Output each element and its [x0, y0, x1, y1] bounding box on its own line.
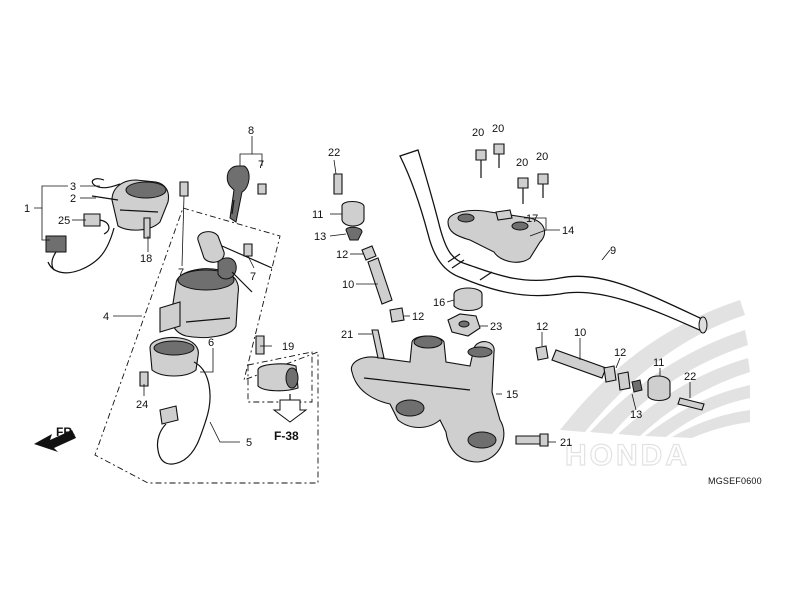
- handlebar-upper-holder: [447, 209, 546, 263]
- reference-f38: F-38: [272, 394, 308, 443]
- top-bridge: [350, 329, 549, 463]
- ignition-group-frame: [94, 207, 319, 484]
- left-damper-stack: [333, 173, 405, 323]
- callout-labels: 1 2 3 25 18 4 6 24 5 8 7 7 7 19 22 11 13…: [24, 123, 696, 449]
- callout-10b: 10: [574, 327, 586, 339]
- right-damper-stack: [535, 345, 705, 411]
- leader-lines: [34, 136, 691, 443]
- callout-3: 3: [70, 181, 76, 193]
- callout-13a: 13: [314, 231, 326, 243]
- callout-15: 15: [506, 389, 518, 401]
- callout-11b: 11: [653, 357, 664, 369]
- reference-label: F-38: [274, 429, 299, 443]
- callout-23: 23: [490, 321, 502, 333]
- callout-20a: 20: [472, 127, 484, 139]
- callout-7c: 7: [250, 271, 256, 283]
- callout-6: 6: [208, 337, 214, 349]
- callout-4: 4: [103, 311, 109, 323]
- front-direction-arrow: FR.: [34, 425, 76, 452]
- honda-watermark-text: HONDA: [565, 439, 690, 472]
- callout-16: 16: [433, 297, 445, 309]
- callout-20b: 20: [492, 123, 504, 135]
- callout-14: 14: [562, 225, 574, 237]
- callout-7a: 7: [258, 159, 264, 171]
- callout-9: 9: [610, 245, 616, 257]
- ignition-key: [226, 165, 267, 223]
- callout-21a: 21: [341, 329, 353, 341]
- callout-10a: 10: [342, 279, 354, 291]
- callout-11a: 11: [312, 209, 323, 221]
- callout-1: 1: [24, 203, 30, 215]
- callout-22b: 22: [684, 371, 696, 383]
- callout-22a: 22: [328, 147, 340, 159]
- drawing-code: MGSEF0600: [708, 476, 762, 486]
- callout-17: 17: [526, 213, 538, 225]
- callout-13b: 13: [630, 409, 642, 421]
- front-direction-label: FR.: [56, 425, 75, 439]
- callout-7b: 7: [178, 267, 184, 279]
- callout-19: 19: [282, 341, 294, 353]
- handlebar-switch-housing: [45, 178, 170, 274]
- callout-24: 24: [136, 399, 148, 411]
- callout-5: 5: [246, 437, 252, 449]
- callout-12a: 12: [336, 249, 348, 261]
- callout-25: 25: [58, 215, 70, 227]
- callout-12c: 12: [536, 321, 548, 333]
- callout-18: 18: [140, 253, 152, 265]
- ignition-switch-body: [159, 181, 273, 339]
- handlebar-tube: [399, 149, 708, 334]
- callout-2: 2: [70, 193, 76, 205]
- callout-8: 8: [248, 125, 254, 137]
- callout-21b: 21: [560, 437, 572, 449]
- callout-12b: 12: [412, 311, 424, 323]
- callout-20c: 20: [516, 157, 528, 169]
- callout-20d: 20: [536, 151, 548, 163]
- ignition-wiring-harness: [139, 335, 299, 465]
- center-cap-and-nut: [447, 287, 483, 337]
- upper-holder-bolts: [475, 143, 549, 204]
- callout-12d: 12: [614, 347, 626, 359]
